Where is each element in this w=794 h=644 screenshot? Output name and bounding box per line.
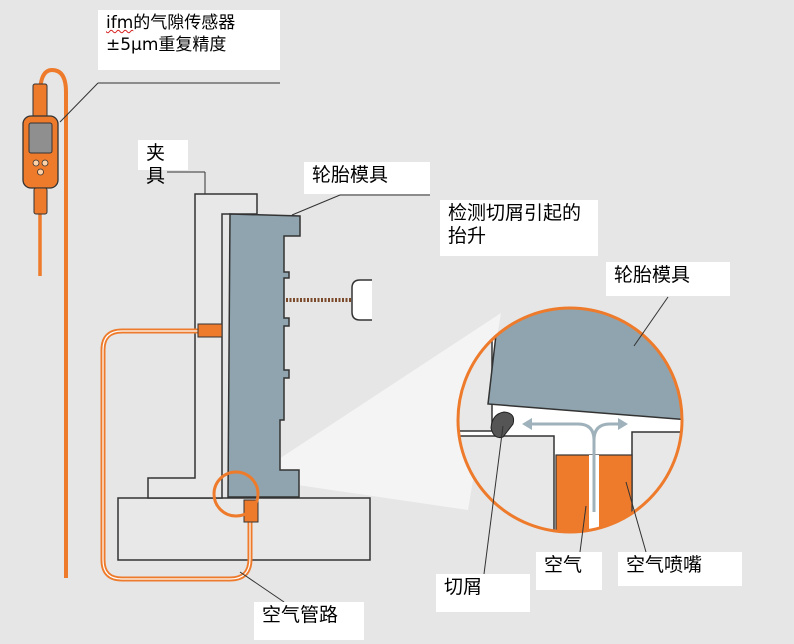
rod-holder <box>351 279 372 321</box>
magnified-detail <box>458 308 682 532</box>
clamp-body <box>147 193 258 499</box>
lift-label-line2: 抬升 <box>448 225 487 247</box>
leader-mold-detail <box>633 296 669 347</box>
sensor-label-line1: ifm的气隙传感器 <box>106 12 272 34</box>
sensor-cable <box>38 67 68 578</box>
air-pipe-highlight <box>102 330 251 580</box>
air-label: 空气 <box>536 552 602 590</box>
clamp-label: 夹具 <box>138 140 188 187</box>
leader-air-pipe <box>239 571 285 603</box>
leader-air-nozzle <box>625 481 647 553</box>
magnifier-cone <box>250 313 501 510</box>
air-pipe-label: 空气管路 <box>254 602 364 640</box>
air-nozzle-label: 空气喷嘴 <box>618 552 742 586</box>
sensor-label: ifm的气隙传感器 ±5μm重复精度 <box>98 10 280 70</box>
detail-focus-ring <box>212 470 260 518</box>
upper-pipe-connector <box>197 323 223 338</box>
ifm-air-gap-sensor <box>22 83 59 215</box>
lift-detection-label: 检测切屑引起的 抬升 <box>440 200 598 256</box>
tire-mold-detail-label: 轮胎模具 <box>606 262 730 296</box>
sensor-label-line2: ±5μm重复精度 <box>106 35 227 55</box>
leader-sensor <box>59 82 99 123</box>
leader-chip <box>483 425 504 575</box>
tire-mold-profile <box>227 213 301 498</box>
chip-label: 切屑 <box>436 574 530 612</box>
leader-air <box>579 505 587 553</box>
detail-magnifier-ring <box>456 306 684 534</box>
sensor-label-line1-rest: 的气隙传感器 <box>133 13 236 33</box>
tire-mold-top-label: 轮胎模具 <box>304 162 430 194</box>
lift-label-line1: 检测切屑引起的 <box>448 202 582 224</box>
leader-mold-top-a <box>291 194 341 216</box>
sensor-brand-text: ifm <box>106 13 134 33</box>
